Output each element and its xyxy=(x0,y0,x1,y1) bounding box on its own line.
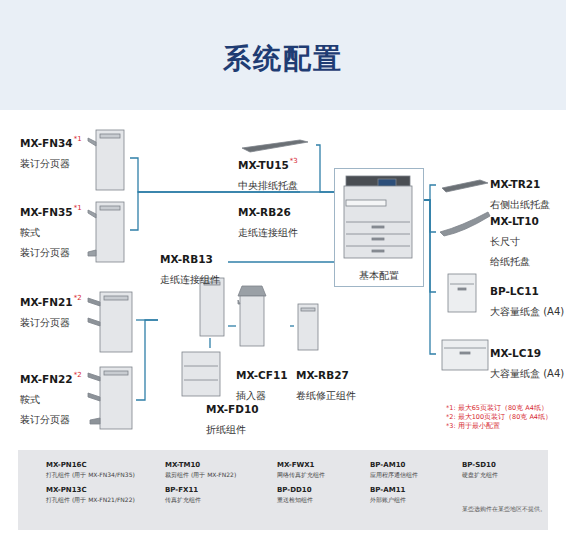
connector xyxy=(228,326,236,327)
model-name: MX-FN35 xyxy=(20,206,73,218)
option-code: BP-SD10 xyxy=(462,461,496,469)
part-description: 基本配置 xyxy=(359,270,399,281)
model-name: MX-FN22 xyxy=(20,373,73,385)
model-name: MX-TR21 xyxy=(490,178,540,190)
footnote-mark: *1 xyxy=(74,204,82,212)
connector-line xyxy=(209,338,210,348)
connector xyxy=(228,262,334,263)
option-code: MX-PN16C xyxy=(46,461,87,469)
model-name: MX-RB26 xyxy=(238,206,291,218)
footnote: *2: 最大100页装订（80克 A4纸） xyxy=(446,414,552,422)
part-description: 鞍式 装订分页器 xyxy=(20,227,70,258)
device-node: MX-RB26 走纸连接组件 xyxy=(236,192,332,244)
part-description: 鞍式 装订分页器 xyxy=(20,394,70,425)
page-title: 系统配置 xyxy=(0,40,566,78)
connector xyxy=(316,145,334,192)
device-node: MX-FN34*1 装订分页器 xyxy=(18,122,130,194)
connector-line xyxy=(228,261,334,262)
model-name: MX-RB27 xyxy=(296,369,349,381)
connector xyxy=(210,338,211,348)
device-node: MX-FN35*1 鞍式 装订分页器 xyxy=(18,195,130,265)
footnote-mark: *3 xyxy=(290,157,298,165)
footnote-mark: *2 xyxy=(74,294,82,302)
model-name: MX-FD10 xyxy=(206,403,259,415)
part-description: 装订分页器 xyxy=(20,317,70,328)
device-node: MX-RB13 走纸连接组件 xyxy=(158,244,228,338)
connector xyxy=(290,326,294,327)
footnote-mark: *2 xyxy=(74,371,82,379)
part-description: 右侧出纸托盘 xyxy=(490,199,550,210)
option-note: 裁剪组件 (用于 MX-FN22) xyxy=(165,471,236,478)
device-node: MX-TU15*3 中央排纸托盘 xyxy=(236,135,316,197)
option-note: 打孔组件 (用于 MX-FN34/FN35) xyxy=(46,471,135,478)
option-code: MX-TM10 xyxy=(165,461,200,469)
footnote: *1: 最大65页装订（80克 A4纸） xyxy=(446,405,548,413)
device-node: MX-LC19 大容量纸盒 (A4) xyxy=(436,330,566,385)
model-name: MX-RB13 xyxy=(160,253,213,265)
device-node: MX-CF11 插入器 xyxy=(236,282,290,407)
model-name: MX-FN34 xyxy=(20,137,73,149)
device-node: MX-RB27 卷纸修正组件 xyxy=(294,296,366,407)
model-name: MX-LT10 xyxy=(490,215,539,227)
option-code: BP-AM11 xyxy=(370,486,405,494)
device-node: MX-FD10 折纸组件 xyxy=(176,348,276,441)
option-note: 外部账户组件 xyxy=(370,496,406,503)
option-note: 硬盘扩充组件 xyxy=(462,471,498,478)
footnote: *3: 用于最小配置 xyxy=(446,423,500,431)
part-description: 卷纸修正组件 xyxy=(296,390,356,401)
part-description: 插入器 xyxy=(236,390,266,401)
connector-line xyxy=(424,200,436,354)
connector-line xyxy=(290,325,294,326)
option-note: 打孔组件 (用于 MX-FN21/FN22) xyxy=(46,496,135,503)
model-name: MX-FN21 xyxy=(20,296,73,308)
footnote-mark: *1 xyxy=(74,135,82,143)
option-note: 应用程序通信组件 xyxy=(370,471,418,478)
device-node: MX-LT10 长尺寸 给纸托盘 xyxy=(436,208,562,273)
model-name: MX-LC19 xyxy=(490,347,541,359)
device-node: MX-TR21 右侧出纸托盘 xyxy=(436,170,562,216)
model-name: MX-CF11 xyxy=(236,369,288,381)
device-node: MX-FN21*2 装订分页器 xyxy=(18,285,136,357)
option-code: BP-FX11 xyxy=(165,486,198,494)
part-description: 大容量纸盒 (A4) xyxy=(490,306,564,317)
option-note: 网络传真扩充组件 xyxy=(277,471,325,478)
option-code: BP-DD10 xyxy=(277,486,312,494)
connector xyxy=(130,158,300,192)
model-name: MX-TU15 xyxy=(238,159,289,171)
device-node: BP-LC11 大容量纸盒 (A4) xyxy=(436,268,566,324)
connector-line xyxy=(130,158,300,192)
option-code: MX-PN13C xyxy=(46,486,87,494)
part-description: 中央排纸托盘 xyxy=(238,180,298,191)
part-description: 折纸组件 xyxy=(206,424,246,435)
connector-line xyxy=(424,185,436,200)
device-node: 基本配置 xyxy=(334,168,424,287)
connector xyxy=(130,192,300,230)
connector-line xyxy=(130,192,300,230)
part-description: 走纸连接组件 xyxy=(160,274,220,285)
model-name: BP-LC11 xyxy=(490,285,539,297)
connector-line xyxy=(316,145,334,192)
device-node: MX-FN22*2 鞍式 装订分页器 xyxy=(18,362,136,436)
option-code: MX-FWX1 xyxy=(277,461,314,469)
part-description: 大容量纸盒 (A4) xyxy=(490,368,564,379)
connector-line xyxy=(136,320,158,400)
connector xyxy=(424,185,436,200)
option-note: 重送检知组件 xyxy=(277,496,313,503)
part-description: 长尺寸 给纸托盘 xyxy=(490,236,530,267)
option-code: BP-AM10 xyxy=(370,461,405,469)
option-note: 传真扩充组件 xyxy=(165,496,201,503)
part-description: 装订分页器 xyxy=(20,158,70,169)
connector-line xyxy=(228,325,236,326)
part-description: 走纸连接组件 xyxy=(238,227,298,238)
option-note: 某些选购件在某些地区不提供。 xyxy=(462,505,546,512)
connector xyxy=(424,200,436,354)
connector xyxy=(136,320,158,400)
